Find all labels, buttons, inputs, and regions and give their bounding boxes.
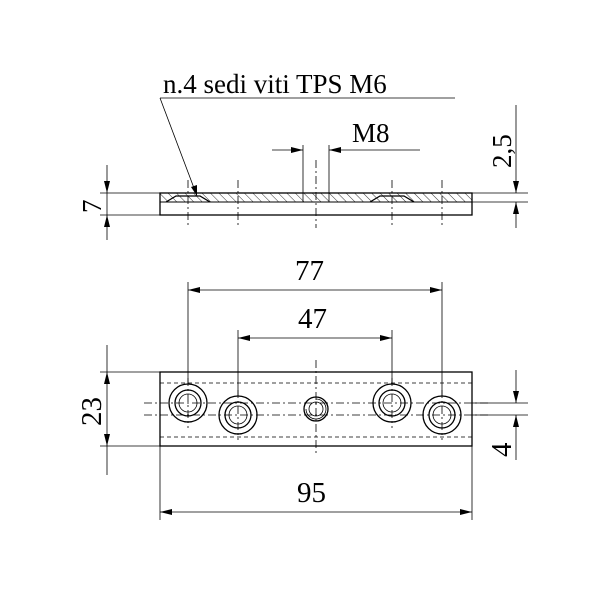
inner-pitch-label: 47 xyxy=(298,303,327,335)
inner-pitch-dimension xyxy=(237,330,393,396)
plan-view xyxy=(144,360,488,455)
width-dimension xyxy=(100,345,160,475)
section-view xyxy=(159,160,473,228)
m8-threaded-hole xyxy=(303,360,329,455)
countersunk-hole-1 xyxy=(168,378,208,428)
offset-dimension xyxy=(472,370,528,460)
countersunk-hole-2 xyxy=(218,390,258,440)
outer-pitch-dimension xyxy=(187,282,443,396)
length-dimension xyxy=(159,446,473,520)
width-label: 23 xyxy=(76,397,108,426)
m8-dimension xyxy=(272,145,420,193)
m8-label: M8 xyxy=(352,118,390,148)
thickness-step-label: 2,5 xyxy=(487,134,517,168)
offset-label: 4 xyxy=(486,442,518,457)
countersunk-hole-4 xyxy=(422,390,462,440)
height-label: 7 xyxy=(77,200,107,214)
thickness-step-dimension xyxy=(472,105,528,228)
length-label: 95 xyxy=(297,477,326,509)
height-dimension xyxy=(100,165,160,240)
note-leader xyxy=(159,97,455,197)
note-label: n.4 sedi viti TPS M6 xyxy=(163,69,387,99)
outer-pitch-label: 77 xyxy=(295,255,324,287)
